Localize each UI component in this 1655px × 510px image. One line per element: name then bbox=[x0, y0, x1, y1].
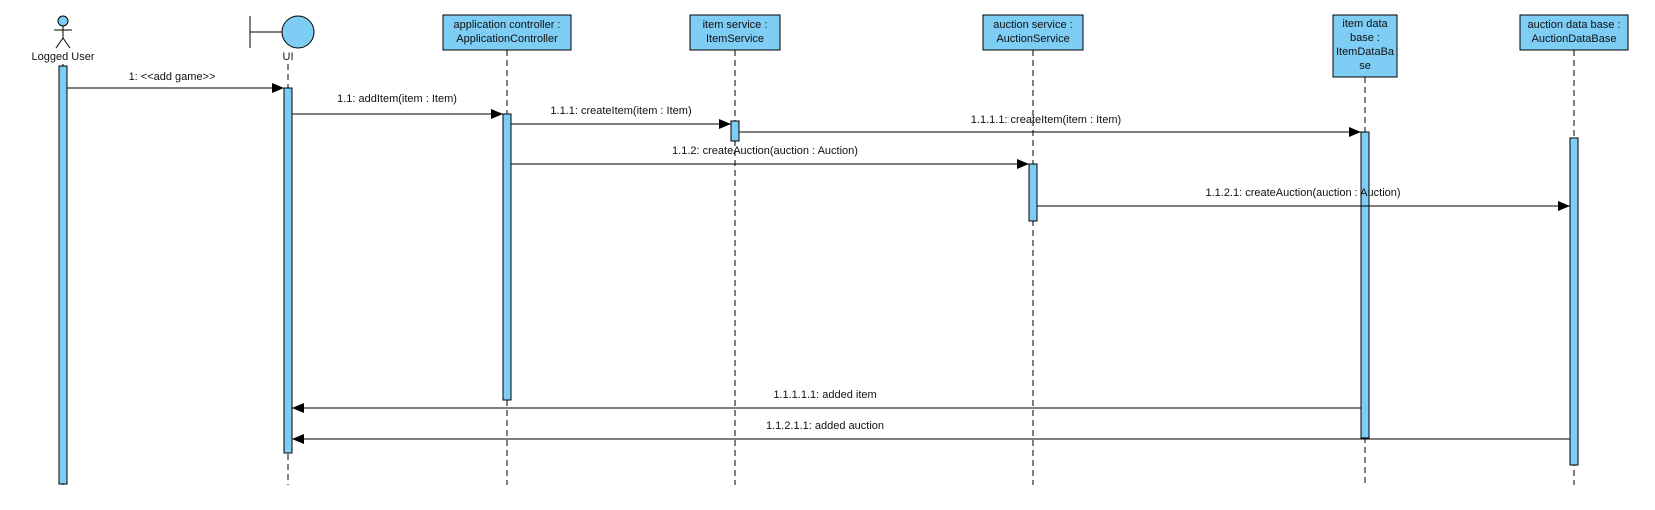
boundary-icon bbox=[249, 15, 315, 49]
participant-label: se bbox=[1359, 60, 1371, 72]
activation-bar-logged-user bbox=[58, 65, 68, 485]
participant-label: ItemDataBa bbox=[1336, 46, 1395, 58]
activation-bar-auction-service bbox=[1028, 163, 1038, 222]
participant-label: AuctionDataBase bbox=[1532, 33, 1617, 45]
participant-logged-user[interactable]: Logged User bbox=[32, 15, 95, 63]
participant-label: ItemService bbox=[706, 33, 764, 45]
participant-label: Logged User bbox=[32, 51, 95, 63]
participant-box bbox=[442, 14, 572, 51]
message-label: 1.1.1.1: createItem(item : Item) bbox=[971, 114, 1121, 126]
activation-bar-application-controller bbox=[502, 113, 512, 401]
participant-item-database[interactable]: item data base : ItemDataBa se bbox=[1332, 14, 1398, 78]
message-label: 1.1.1: createItem(item : Item) bbox=[550, 105, 691, 117]
activation-bar-item-service bbox=[730, 120, 740, 142]
participant-item-service[interactable]: item service : ItemService bbox=[689, 14, 781, 51]
message-label: 1.1.2.1.1: added auction bbox=[766, 420, 884, 432]
participant-box bbox=[1332, 14, 1398, 78]
activation-bar-ui bbox=[283, 87, 293, 454]
message-label: 1: <<add game>> bbox=[129, 71, 216, 83]
participant-auction-service[interactable]: auction service : AuctionService bbox=[982, 14, 1084, 51]
participant-auction-database[interactable]: auction data base : AuctionDataBase bbox=[1519, 14, 1629, 51]
activation-bar-auction-database bbox=[1569, 137, 1579, 466]
participant-label: auction service : bbox=[993, 19, 1072, 31]
message-label: 1.1.2.1: createAuction(auction : Auction… bbox=[1205, 187, 1400, 199]
message-label: 1.1: addItem(item : Item) bbox=[337, 93, 457, 105]
participant-label: item service : bbox=[703, 19, 768, 31]
participant-label: application controller : bbox=[453, 19, 560, 31]
participant-box bbox=[982, 14, 1084, 51]
participant-label: AuctionService bbox=[996, 33, 1069, 45]
activation-bar-item-database bbox=[1360, 131, 1370, 439]
message-label: 1.1.2: createAuction(auction : Auction) bbox=[672, 145, 858, 157]
participant-label: ApplicationController bbox=[456, 33, 558, 45]
participant-ui[interactable]: UI bbox=[249, 15, 315, 63]
participant-label: UI bbox=[283, 51, 294, 63]
participant-label: auction data base : bbox=[1528, 19, 1621, 31]
participant-box bbox=[1519, 14, 1629, 51]
participant-label: item data bbox=[1342, 18, 1388, 30]
participant-label: base : bbox=[1350, 32, 1380, 44]
message-label: 1.1.1.1.1: added item bbox=[773, 389, 876, 401]
actor-icon bbox=[54, 15, 72, 49]
participant-application-controller[interactable]: application controller : ApplicationCont… bbox=[442, 14, 572, 51]
